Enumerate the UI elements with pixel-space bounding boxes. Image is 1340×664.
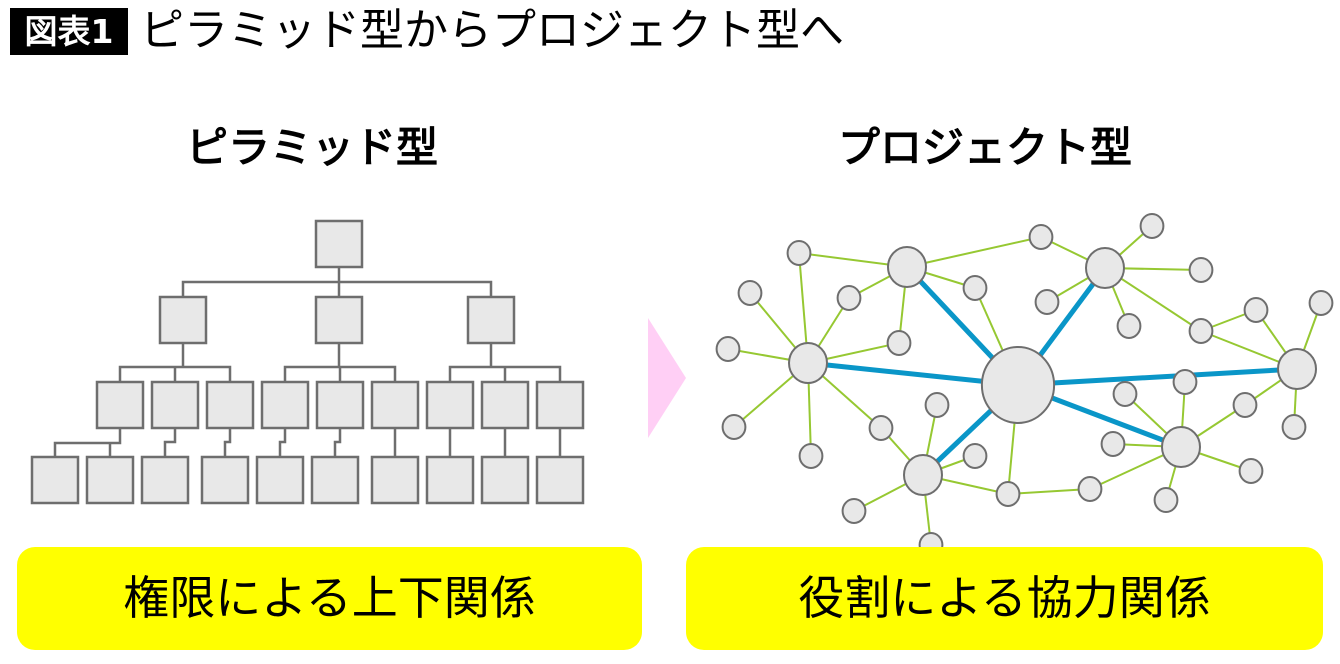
network-node-member bbox=[721, 414, 747, 440]
network-node-hub bbox=[887, 246, 927, 288]
pyramid-box-level4 bbox=[480, 455, 530, 505]
network-node-member bbox=[1188, 318, 1214, 344]
pyramid-heading: ピラミッド型 bbox=[185, 123, 438, 172]
network-node-member bbox=[1188, 257, 1214, 283]
network-node-member bbox=[836, 285, 862, 311]
network-node-hub bbox=[1277, 348, 1317, 390]
network-node-member bbox=[1077, 476, 1103, 502]
network-node-member bbox=[1100, 431, 1126, 457]
pyramid-box-level4 bbox=[140, 455, 190, 505]
pyramid-box-level4 bbox=[30, 455, 80, 505]
figure-title: ピラミッド型からプロジェクト型へ bbox=[140, 5, 844, 56]
pyramid-box-level2 bbox=[314, 295, 364, 345]
network-node-member bbox=[1153, 487, 1179, 513]
network-node-member bbox=[924, 392, 950, 418]
pyramid-box-level3 bbox=[260, 380, 310, 430]
figure-label: 図表1 bbox=[10, 8, 128, 55]
hierarchy-connector bbox=[163, 428, 177, 457]
network-node-member bbox=[1112, 381, 1138, 407]
network-node-member bbox=[798, 443, 824, 469]
network-node-hub bbox=[788, 342, 828, 384]
pyramid-box-level4 bbox=[370, 455, 420, 505]
pyramid-box-level3 bbox=[95, 380, 145, 430]
pyramid-caption: 権限による上下関係 bbox=[17, 547, 642, 650]
pyramid-box-level3 bbox=[370, 380, 420, 430]
collaboration-link bbox=[1007, 488, 1091, 495]
pyramid-box-level2 bbox=[158, 295, 208, 345]
pyramid-box-level3 bbox=[150, 380, 200, 430]
network-node-member bbox=[1308, 290, 1334, 316]
hierarchy-connector bbox=[278, 428, 287, 457]
network-node-hub bbox=[1085, 247, 1125, 289]
network-node-hub bbox=[903, 454, 943, 496]
pyramid-box-level3 bbox=[480, 380, 530, 430]
hierarchy-connector bbox=[223, 428, 232, 457]
pyramid-box-level4 bbox=[310, 455, 360, 505]
pyramid-box-level3 bbox=[535, 380, 585, 430]
network-node-member bbox=[1139, 213, 1165, 239]
network-node-member bbox=[886, 330, 912, 356]
network-node-member bbox=[1172, 369, 1198, 395]
project-caption: 役割による協力関係 bbox=[686, 547, 1323, 650]
network-node-member bbox=[1238, 458, 1264, 484]
network-node-member bbox=[841, 498, 867, 524]
network-node-member bbox=[868, 415, 894, 441]
network-node-member bbox=[1116, 313, 1142, 339]
network-node-member bbox=[737, 280, 763, 306]
network-node-member bbox=[1034, 289, 1060, 315]
network-node-member bbox=[1281, 414, 1307, 440]
pyramid-box-level4 bbox=[200, 455, 250, 505]
network-node-member bbox=[995, 481, 1021, 507]
pyramid-box-level2 bbox=[466, 295, 516, 345]
hierarchy-connector bbox=[53, 428, 122, 457]
network-node-member bbox=[1028, 224, 1054, 250]
pyramid-box-level4 bbox=[535, 455, 585, 505]
pyramid-box-level4 bbox=[255, 455, 305, 505]
network-node-member bbox=[962, 443, 988, 469]
network-node-member bbox=[715, 336, 741, 362]
core-link bbox=[1017, 366, 1298, 388]
pyramid-box-top bbox=[314, 219, 364, 269]
network-node-member bbox=[1232, 392, 1258, 418]
network-node-center bbox=[980, 346, 1056, 424]
network-node-member bbox=[1243, 297, 1269, 323]
hierarchy-connector bbox=[333, 428, 342, 457]
network-node-member bbox=[786, 240, 812, 266]
pyramid-box-level3 bbox=[425, 380, 475, 430]
pyramid-box-level4 bbox=[425, 455, 475, 505]
network-node-hub bbox=[1161, 426, 1201, 468]
collaboration-link bbox=[906, 236, 1042, 268]
pyramid-box-level4 bbox=[85, 455, 135, 505]
network-node-member bbox=[962, 275, 988, 301]
pyramid-box-level3 bbox=[205, 380, 255, 430]
transition-arrow-icon bbox=[648, 318, 686, 438]
hierarchy-connector bbox=[181, 280, 493, 297]
pyramid-box-level3 bbox=[315, 380, 365, 430]
project-heading: プロジェクト型 bbox=[837, 123, 1132, 172]
